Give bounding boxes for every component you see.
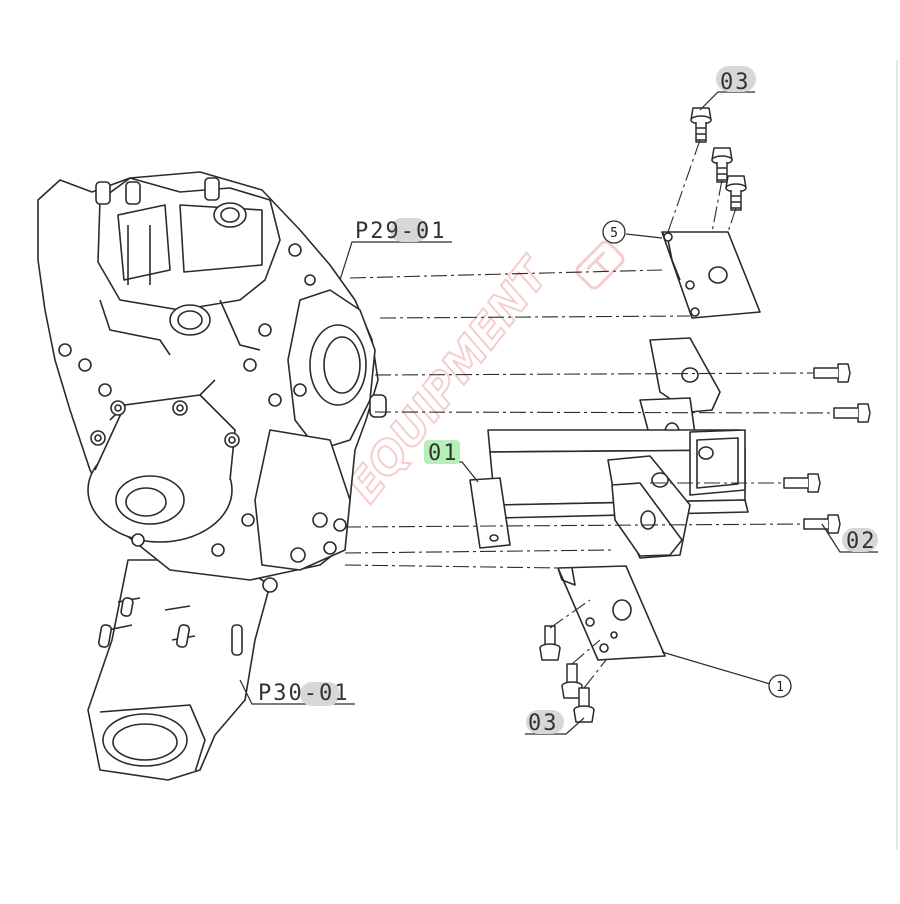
tag-bg-03-bottom	[526, 710, 564, 734]
circle-1	[768, 674, 792, 698]
callout-tags: 03 P29-01 01 02 03 P30-01 5 1	[258, 66, 878, 736]
bolt-side-2	[833, 403, 871, 423]
tag-bg-03-top	[716, 66, 756, 92]
bracket-assembly	[469, 231, 761, 661]
bolt-top-1	[690, 107, 712, 143]
bolt-bottom-2	[561, 663, 583, 699]
assembly-lines	[344, 139, 834, 689]
label-03-top: 03	[720, 70, 751, 95]
bolt-bottom-3	[573, 687, 595, 723]
tag-bg-p29	[390, 218, 428, 242]
tag-bg-p30	[300, 682, 340, 706]
right-edge-line	[896, 60, 898, 850]
bolts	[539, 107, 871, 723]
label-01: 01	[428, 441, 459, 466]
bolt-side-4	[803, 514, 841, 534]
label-02: 02	[846, 529, 877, 554]
label-03-bottom: 03	[528, 711, 559, 736]
bolt-top-3	[725, 175, 747, 211]
tag-bg-02	[842, 528, 878, 552]
label-p29-01: P29-01	[355, 219, 446, 244]
label-circle-5: 5	[610, 226, 618, 241]
label-circle-1: 1	[776, 680, 784, 695]
tag-bg-01	[424, 440, 460, 464]
circle-5	[602, 220, 626, 244]
bolt-side-3	[783, 473, 821, 493]
transmission-housing	[37, 171, 387, 781]
bolt-bottom-1	[539, 625, 561, 661]
watermark-logo	[575, 240, 625, 290]
bottom-mounting-plate	[557, 565, 666, 661]
label-p30-01: P30-01	[258, 681, 349, 706]
bolt-side-1	[813, 363, 851, 383]
